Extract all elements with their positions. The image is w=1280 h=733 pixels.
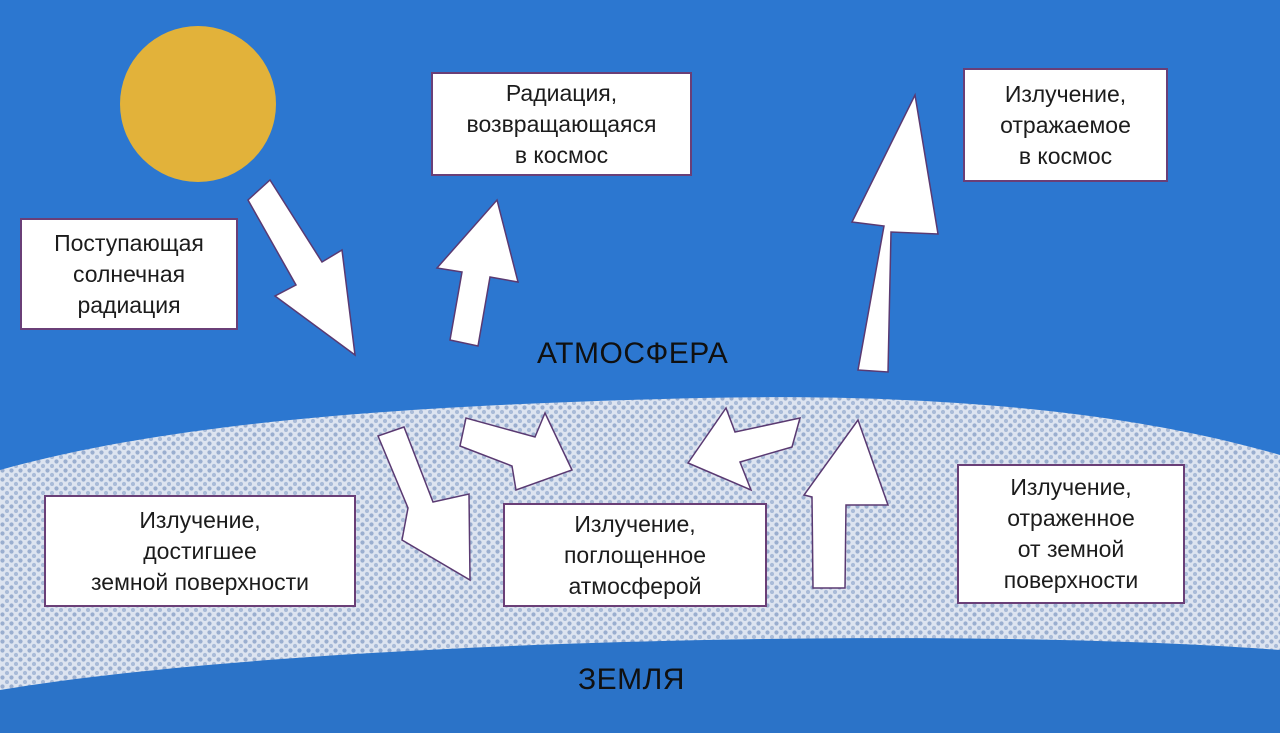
earth-label: ЗЕМЛЯ bbox=[578, 663, 685, 696]
ground-band bbox=[0, 638, 1280, 733]
box-line: атмосферой bbox=[568, 572, 702, 599]
sun-icon bbox=[120, 26, 276, 182]
box-line: возвращающаяся bbox=[466, 110, 657, 137]
box-line: в космос bbox=[514, 141, 609, 168]
arrows bbox=[247, 92, 939, 589]
box-line: отраженное bbox=[1007, 505, 1135, 531]
box-returning-radiation: Радиация, возвращающаяся в космос bbox=[431, 72, 692, 176]
arrow-reflected-space bbox=[850, 92, 939, 373]
arrow-absorbed-right bbox=[686, 406, 802, 492]
arrow-from-surface bbox=[802, 418, 890, 589]
box-line: Излучение, bbox=[1010, 474, 1132, 500]
box-line: в космос bbox=[1018, 142, 1113, 169]
box-incoming-radiation: Поступающая солнечная радиация bbox=[20, 218, 238, 330]
arrow-returning bbox=[435, 198, 520, 347]
box-line: от земной bbox=[1017, 536, 1125, 562]
box-line: Радиация, bbox=[505, 79, 618, 106]
box-line: поверхности bbox=[1003, 567, 1139, 593]
box-reflected-surface: Излучение, отраженное от земной поверхно… bbox=[957, 464, 1185, 604]
atmosphere-label: АТМОСФЕРА bbox=[537, 337, 729, 370]
box-line: достигшее bbox=[143, 537, 257, 564]
box-line: отражаемое bbox=[1000, 111, 1131, 138]
box-line: Излучение, bbox=[1004, 80, 1127, 107]
box-line: поглощенное bbox=[563, 541, 707, 568]
box-line: Поступающая bbox=[54, 229, 204, 256]
box-line: земной поверхности bbox=[90, 568, 310, 595]
box-line: Излучение, bbox=[139, 506, 261, 533]
arrow-to-surface bbox=[377, 426, 471, 582]
box-line: радиация bbox=[77, 291, 181, 318]
box-reached-surface: Излучение, достигшее земной поверхности bbox=[44, 495, 356, 607]
arrow-incoming bbox=[247, 178, 356, 357]
box-absorbed: Излучение, поглощенное атмосферой bbox=[503, 503, 767, 607]
box-line: Излучение, bbox=[574, 510, 696, 537]
box-line: солнечная bbox=[72, 260, 186, 287]
arrow-absorbed-left bbox=[459, 411, 574, 492]
box-reflected-space: Излучение, отражаемое в космос bbox=[963, 68, 1168, 182]
